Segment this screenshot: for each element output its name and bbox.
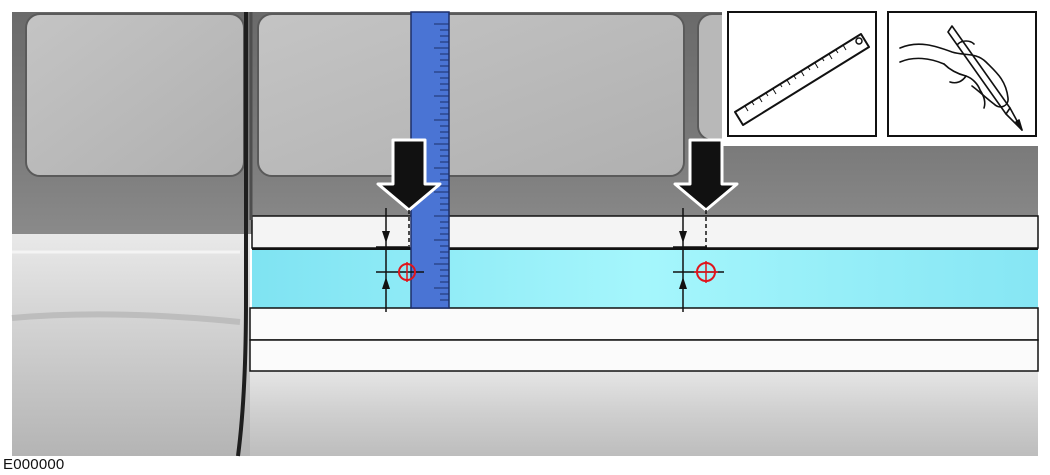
down-arrow-icon xyxy=(673,138,739,212)
measuring-tape xyxy=(410,11,450,309)
ruler-icon xyxy=(734,33,870,126)
figure-caption-code: E000000 xyxy=(3,456,65,473)
dimension-arrow-up-icon xyxy=(679,277,687,289)
highlighted-strip xyxy=(252,248,1038,308)
lower-white-strip-1 xyxy=(249,307,1039,341)
left-body-crease-shadow xyxy=(11,311,241,325)
dimension-arrow-down-icon xyxy=(382,231,390,243)
tape-tick-marks xyxy=(434,23,449,301)
pencil-callout xyxy=(887,11,1037,137)
dimension-arrow-down-icon xyxy=(679,231,687,243)
down-arrow-icon xyxy=(376,138,442,212)
lower-body-panel xyxy=(250,370,1038,456)
measurement-mark-left xyxy=(376,208,424,312)
left-body-section xyxy=(12,234,250,456)
door-gap-line xyxy=(236,12,248,457)
upper-white-strip xyxy=(251,215,1039,249)
measurement-mark-right xyxy=(673,208,724,312)
ruler-callout xyxy=(727,11,877,137)
pencil-in-hand-icon xyxy=(899,25,1023,131)
lower-white-strip-2 xyxy=(249,339,1039,372)
dimension-arrow-up-icon xyxy=(382,277,390,289)
window-panel-left xyxy=(25,13,245,177)
window-panel-center xyxy=(257,13,685,177)
